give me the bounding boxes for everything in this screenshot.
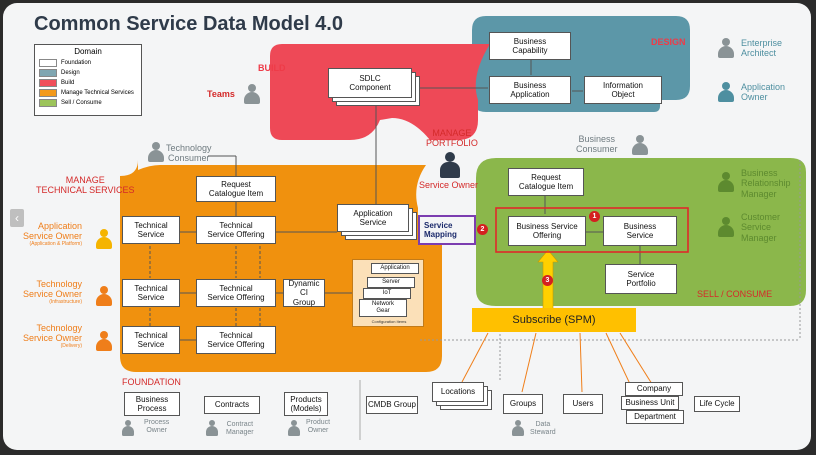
teams-person-icon bbox=[244, 84, 260, 104]
data-steward-icon bbox=[512, 420, 524, 436]
product-owner-icon bbox=[288, 420, 300, 436]
badge-1: 1 bbox=[589, 211, 600, 222]
domain-manage-label: MANAGE TECHNICAL SERVICES bbox=[36, 175, 135, 196]
cmdb-group: CMDB Group bbox=[366, 396, 418, 414]
legend-item: Sell / Consume bbox=[39, 98, 141, 108]
legend-item: Foundation bbox=[39, 58, 141, 68]
life-cycle: Life Cycle bbox=[694, 396, 740, 412]
application-service-owner-icon bbox=[96, 229, 112, 249]
badge-3: 3 bbox=[542, 275, 553, 286]
domain-design-label: DESIGN bbox=[651, 37, 686, 47]
contracts: Contracts bbox=[204, 396, 260, 414]
business-unit: Business Unit bbox=[621, 396, 679, 410]
locations: Locations bbox=[432, 382, 484, 402]
users: Users bbox=[563, 394, 603, 414]
ci-iot: IoT bbox=[363, 288, 411, 299]
chevron-left-icon[interactable]: ‹ bbox=[10, 209, 24, 227]
technology-service-owner-infra-icon bbox=[96, 286, 112, 306]
ci-application: Application bbox=[371, 263, 419, 274]
badge-2: 2 bbox=[477, 224, 488, 235]
technology-consumer-icon bbox=[148, 142, 164, 162]
domain-foundation-label: FOUNDATION bbox=[122, 377, 181, 387]
legend-label: Manage Technical Services bbox=[61, 90, 134, 96]
domain-build-label: BUILD bbox=[258, 63, 286, 73]
legend-swatch bbox=[39, 69, 57, 77]
business-relationship-manager-icon bbox=[718, 172, 734, 192]
application-owner-icon bbox=[718, 82, 734, 102]
legend-label: Design bbox=[61, 70, 80, 76]
service-owner-icon bbox=[440, 152, 460, 178]
role-service-owner: Service Owner bbox=[419, 180, 479, 190]
ci-server: Server bbox=[367, 277, 415, 288]
legend-swatch bbox=[39, 79, 57, 87]
domain-portfolio-label: MANAGE PORTFOLIO bbox=[426, 128, 478, 149]
legend-label: Sell / Consume bbox=[61, 100, 102, 106]
legend-heading: Domain bbox=[74, 47, 102, 56]
domain-sell-label: SELL / CONSUME bbox=[697, 289, 773, 299]
company: Company bbox=[625, 382, 683, 396]
legend-swatch bbox=[39, 99, 57, 107]
business-consumer-icon bbox=[632, 135, 648, 155]
ci-caption: Configuration Items bbox=[371, 319, 407, 324]
legend-label: Foundation bbox=[61, 60, 92, 66]
department: Department bbox=[626, 410, 684, 424]
legend-item: Design bbox=[39, 68, 141, 78]
contract-manager-icon bbox=[206, 420, 218, 436]
legend-swatch bbox=[39, 59, 57, 67]
customer-service-manager-icon bbox=[718, 217, 734, 237]
legend-item: Manage Technical Services bbox=[39, 88, 141, 98]
mapping-highlight bbox=[418, 215, 476, 245]
legend-item: Build bbox=[39, 78, 141, 88]
role-teams-label: Teams bbox=[207, 89, 235, 99]
enterprise-architect-icon bbox=[718, 38, 734, 58]
page-title: Common Service Data Model 4.0 bbox=[34, 13, 343, 35]
process-owner-icon bbox=[122, 420, 134, 436]
legend-label: Build bbox=[61, 80, 75, 86]
groups: Groups bbox=[503, 394, 543, 414]
offering-highlight bbox=[495, 207, 689, 253]
legend-swatch bbox=[39, 89, 57, 97]
subscribe-spm: Subscribe (SPM) bbox=[472, 308, 636, 332]
technology-service-owner-delivery-icon bbox=[96, 331, 112, 351]
products-models: Products(Models) bbox=[284, 392, 328, 416]
